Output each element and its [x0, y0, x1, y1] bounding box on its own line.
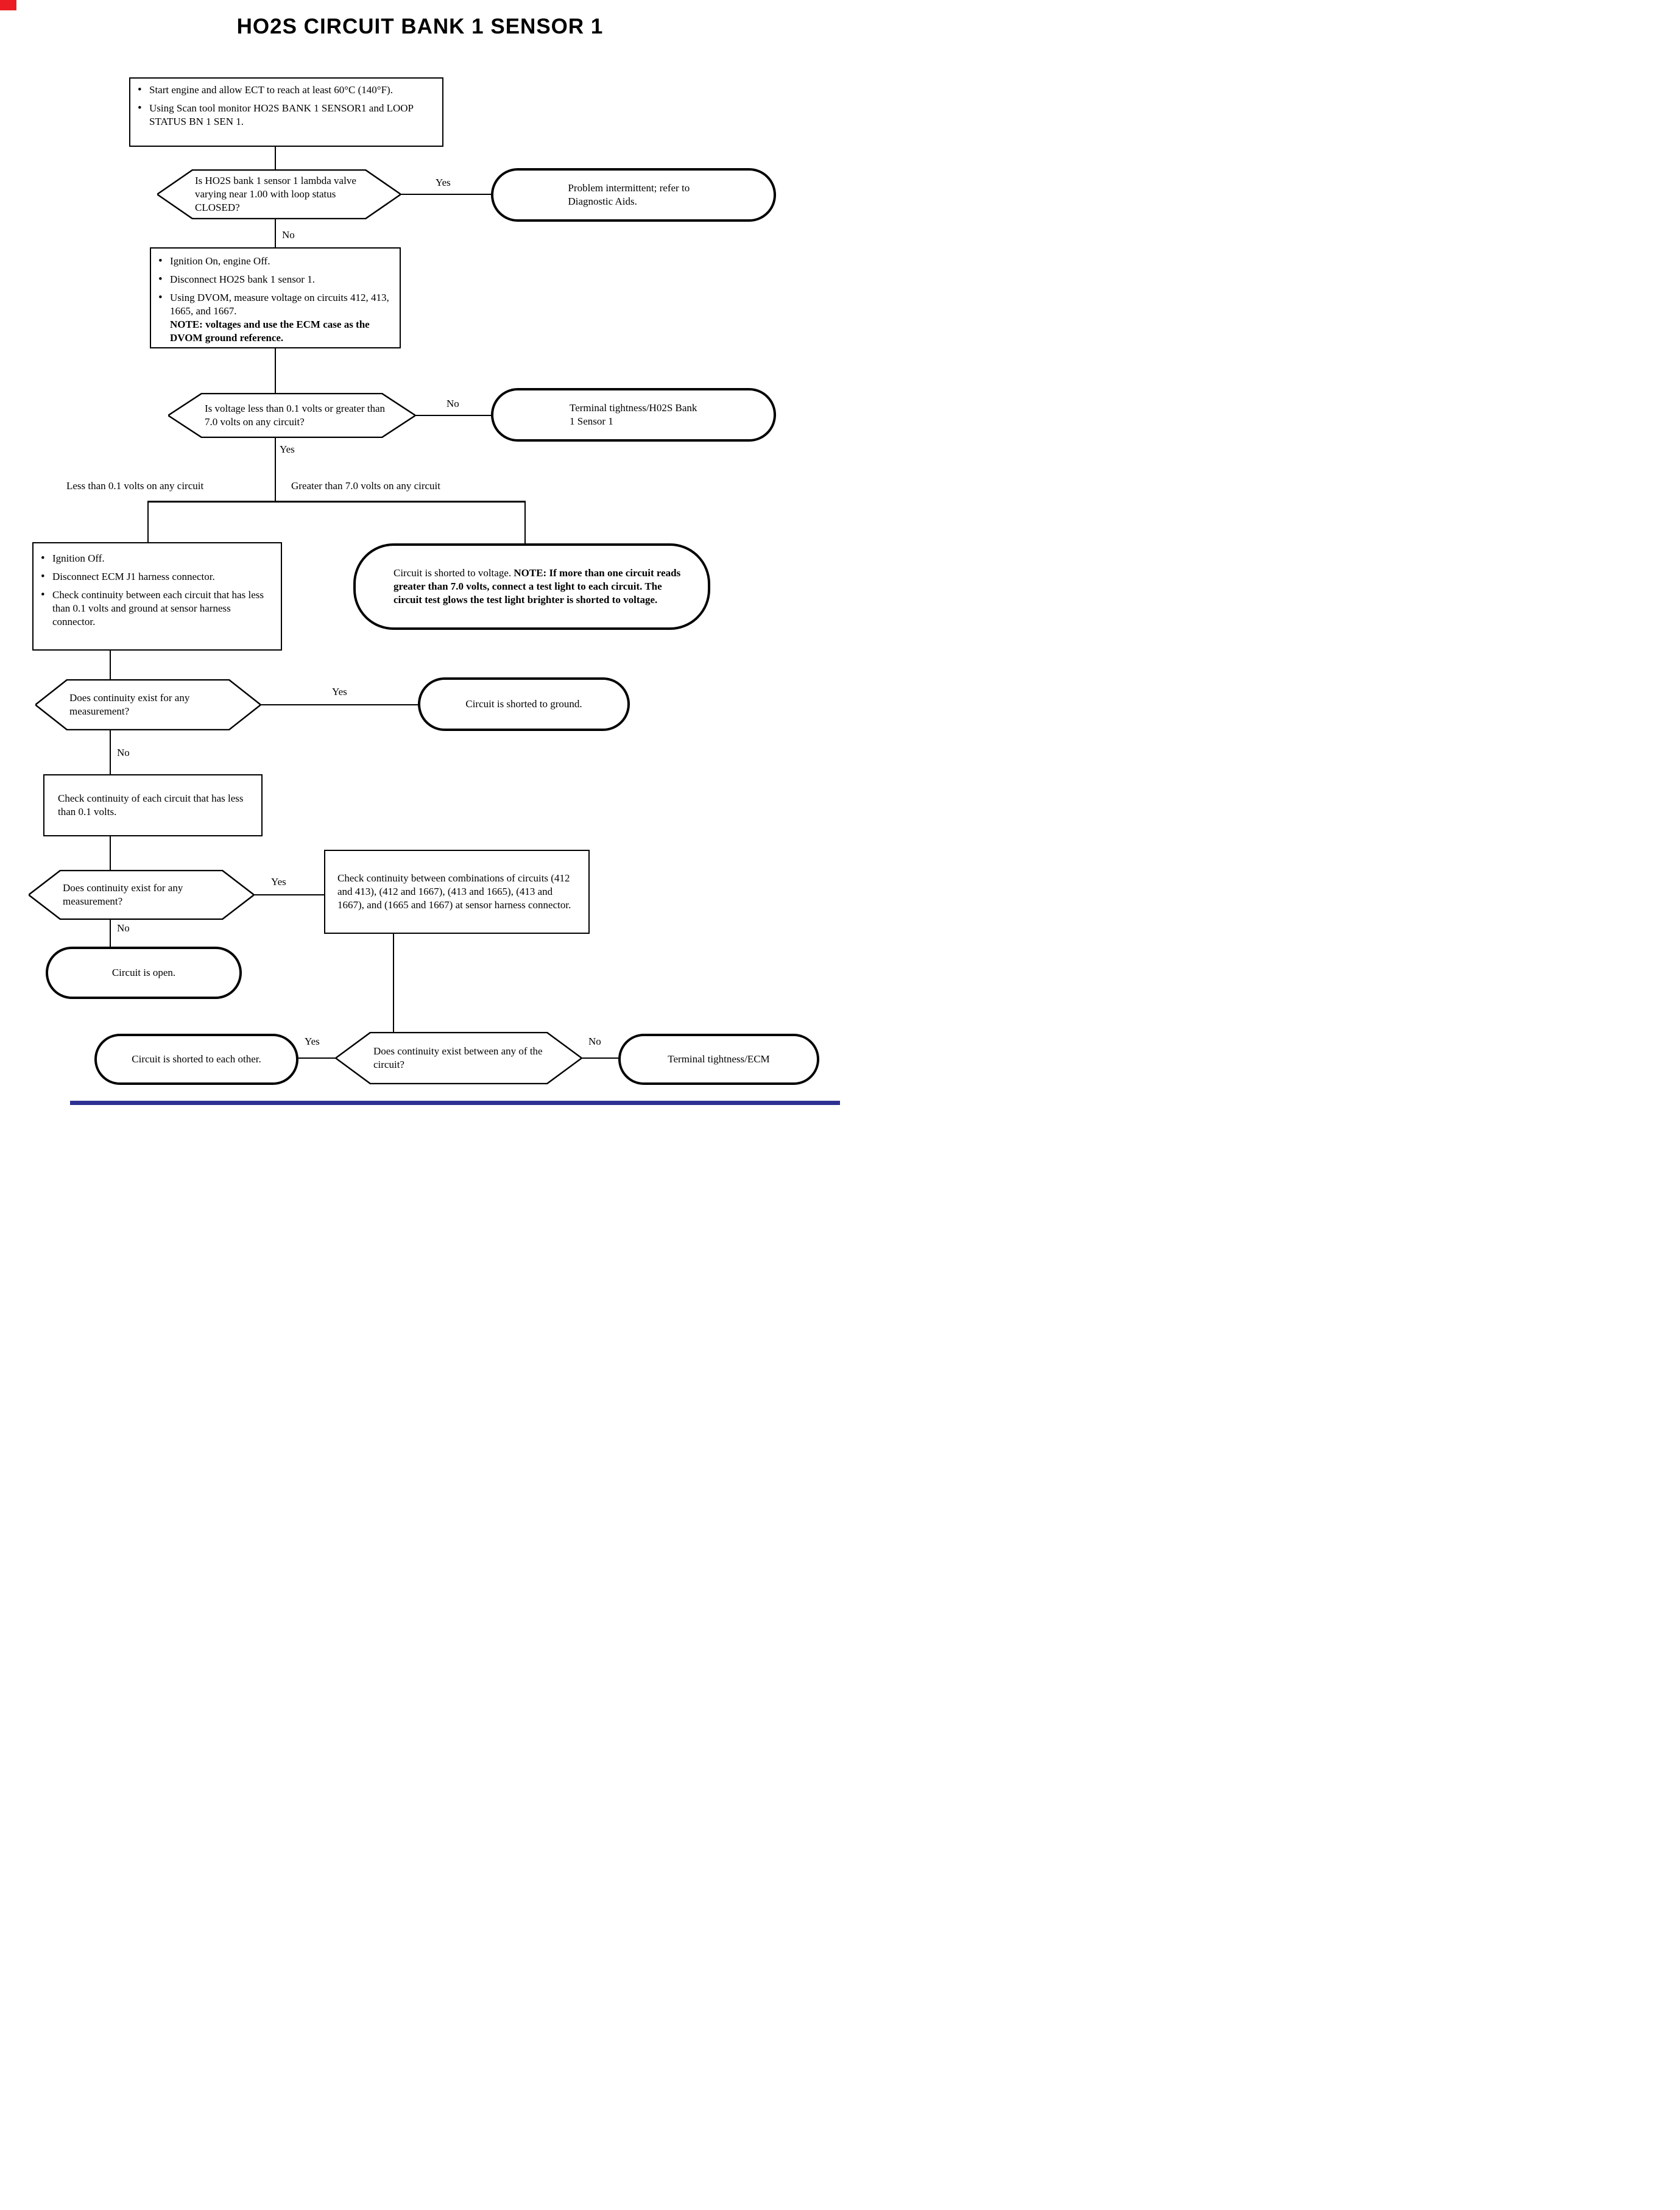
hexagon-outline [35, 679, 261, 730]
hexagon-outline [168, 393, 415, 438]
decision-continuity-between: Does continuity exist between any of the… [336, 1032, 582, 1084]
decision-lambda-closed: Is HO2S bank 1 sensor 1 lambda valve var… [157, 169, 401, 219]
connector-branch-left [147, 501, 149, 542]
edge-label-yes: Yes [271, 876, 286, 888]
decision-text: Is voltage less than 0.1 volts or greate… [205, 402, 386, 428]
hexagon-outline [29, 870, 254, 920]
bullet-item: Ignition On, engine Off. [154, 254, 395, 269]
terminal-note-bold: NOTE: If more than one circuit reads gre… [394, 567, 681, 606]
bullet-item: Check continuity between each circuit th… [36, 588, 276, 629]
edge-label-yes: Yes [305, 1036, 320, 1047]
connector-continuity3-no [582, 1057, 618, 1059]
terminal-text: Circuit is shorted to voltage. NOTE: If … [394, 567, 681, 607]
connector-continuity2-yes [254, 894, 324, 895]
bullet-item: Start engine and allow ECT to reach at l… [133, 83, 436, 98]
bullet-item: Using DVOM, measure voltage on circuits … [154, 291, 395, 345]
connector-continuity3-yes [298, 1057, 336, 1059]
connector-start-lambda [275, 147, 276, 170]
terminal-shorted-to-voltage: Circuit is shorted to voltage. NOTE: If … [353, 543, 710, 630]
connector-voltage-yes [275, 438, 276, 502]
connector-continuity1-yes [261, 704, 418, 705]
connector-ignoff-continuity1 [110, 651, 111, 680]
terminal-text: Circuit is shorted to ground. [465, 697, 582, 710]
process-text: Check continuity between combinations of… [337, 872, 571, 911]
terminal-text: Circuit is shorted to each other. [132, 1053, 261, 1065]
bullet-item: Disconnect HO2S bank 1 sensor 1. [154, 272, 395, 288]
bullet-item: Ignition Off. [36, 551, 276, 567]
connector-measure-voltagedec [275, 348, 276, 394]
terminal-text: Circuit is open. [111, 966, 176, 978]
decision-text: Is HO2S bank 1 sensor 1 lambda valve var… [195, 174, 356, 214]
process-text: Check continuity of each circuit that ha… [58, 792, 244, 817]
bullet-note-bold: NOTE: voltages and use the ECM case as t… [170, 319, 370, 344]
decision-continuity-2: Does continuity exist for any measuremen… [29, 870, 254, 920]
edge-label-no: No [588, 1036, 601, 1047]
decision-voltage-range: Is voltage less than 0.1 volts or greate… [168, 393, 415, 438]
connector-voltage-no [415, 415, 491, 416]
connector-continuity2-no [110, 920, 111, 947]
edge-label-no: No [282, 229, 295, 241]
bottom-bar [70, 1101, 840, 1105]
decision-text: Does continuity exist for any measuremen… [63, 881, 183, 907]
terminal-tightness-ho2s: Terminal tightness/H02S Bank 1 Sensor 1 [491, 388, 776, 442]
terminal-tightness-ecm: Terminal tightness/ECM [618, 1034, 819, 1085]
terminal-text: Terminal tightness/ECM [668, 1053, 770, 1065]
connector-lambda-yes [401, 194, 491, 195]
connector-lambda-no [275, 219, 276, 247]
edge-label-no: No [117, 922, 130, 934]
connector-branch-bar [147, 501, 526, 503]
corner-mark [0, 0, 16, 10]
terminal-problem-intermittent: Problem intermittent; refer to Diagnosti… [491, 168, 776, 222]
bullet-text: Using DVOM, measure voltage on circuits … [170, 292, 389, 317]
connector-continuity1-no [110, 730, 111, 774]
branch-label-less: Less than 0.1 volts on any circuit [66, 480, 204, 492]
edge-label-no: No [117, 747, 130, 758]
edge-label-yes: Yes [436, 177, 451, 188]
decision-text: Does continuity exist for any measuremen… [69, 691, 190, 717]
edge-label-yes: Yes [280, 443, 295, 455]
process-measure-voltage: Ignition On, engine Off. Disconnect HO2S… [150, 247, 401, 348]
flowchart-page: HO2S CIRCUIT BANK 1 SENSOR 1 Start engin… [0, 0, 840, 1105]
process-check-ground-continuity: Ignition Off. Disconnect ECM J1 harness … [32, 542, 282, 651]
edge-label-yes: Yes [332, 686, 347, 697]
edge-label-no: No [446, 398, 459, 409]
terminal-lead-text: Circuit is shorted to voltage. [394, 567, 512, 579]
terminal-shorted-each-other: Circuit is shorted to each other. [94, 1034, 298, 1085]
bullet-item: Using Scan tool monitor HO2S BANK 1 SENS… [133, 101, 436, 129]
branch-label-greater: Greater than 7.0 volts on any circuit [291, 480, 441, 492]
connector-checkeach-continuity2 [110, 836, 111, 870]
bullet-item: Disconnect ECM J1 harness connector. [36, 570, 276, 585]
terminal-shorted-to-ground: Circuit is shorted to ground. [418, 677, 630, 731]
connector-combinations-continuity3 [393, 934, 394, 1033]
terminal-text: Terminal tightness/H02S Bank 1 Sensor 1 [570, 401, 697, 427]
process-check-each-circuit: Check continuity of each circuit that ha… [43, 774, 263, 836]
page-title: HO2S CIRCUIT BANK 1 SENSOR 1 [236, 15, 604, 38]
process-check-combinations: Check continuity between combinations of… [324, 850, 590, 934]
hexagon-outline [336, 1032, 582, 1084]
hexagon-outline [157, 169, 401, 219]
process-start-engine: Start engine and allow ECT to reach at l… [129, 77, 443, 147]
terminal-circuit-open: Circuit is open. [46, 947, 242, 999]
connector-branch-right [524, 501, 526, 543]
decision-continuity-1: Does continuity exist for any measuremen… [35, 679, 261, 730]
terminal-text: Problem intermittent; refer to Diagnosti… [568, 182, 690, 207]
decision-text: Does continuity exist between any of the… [373, 1045, 543, 1070]
